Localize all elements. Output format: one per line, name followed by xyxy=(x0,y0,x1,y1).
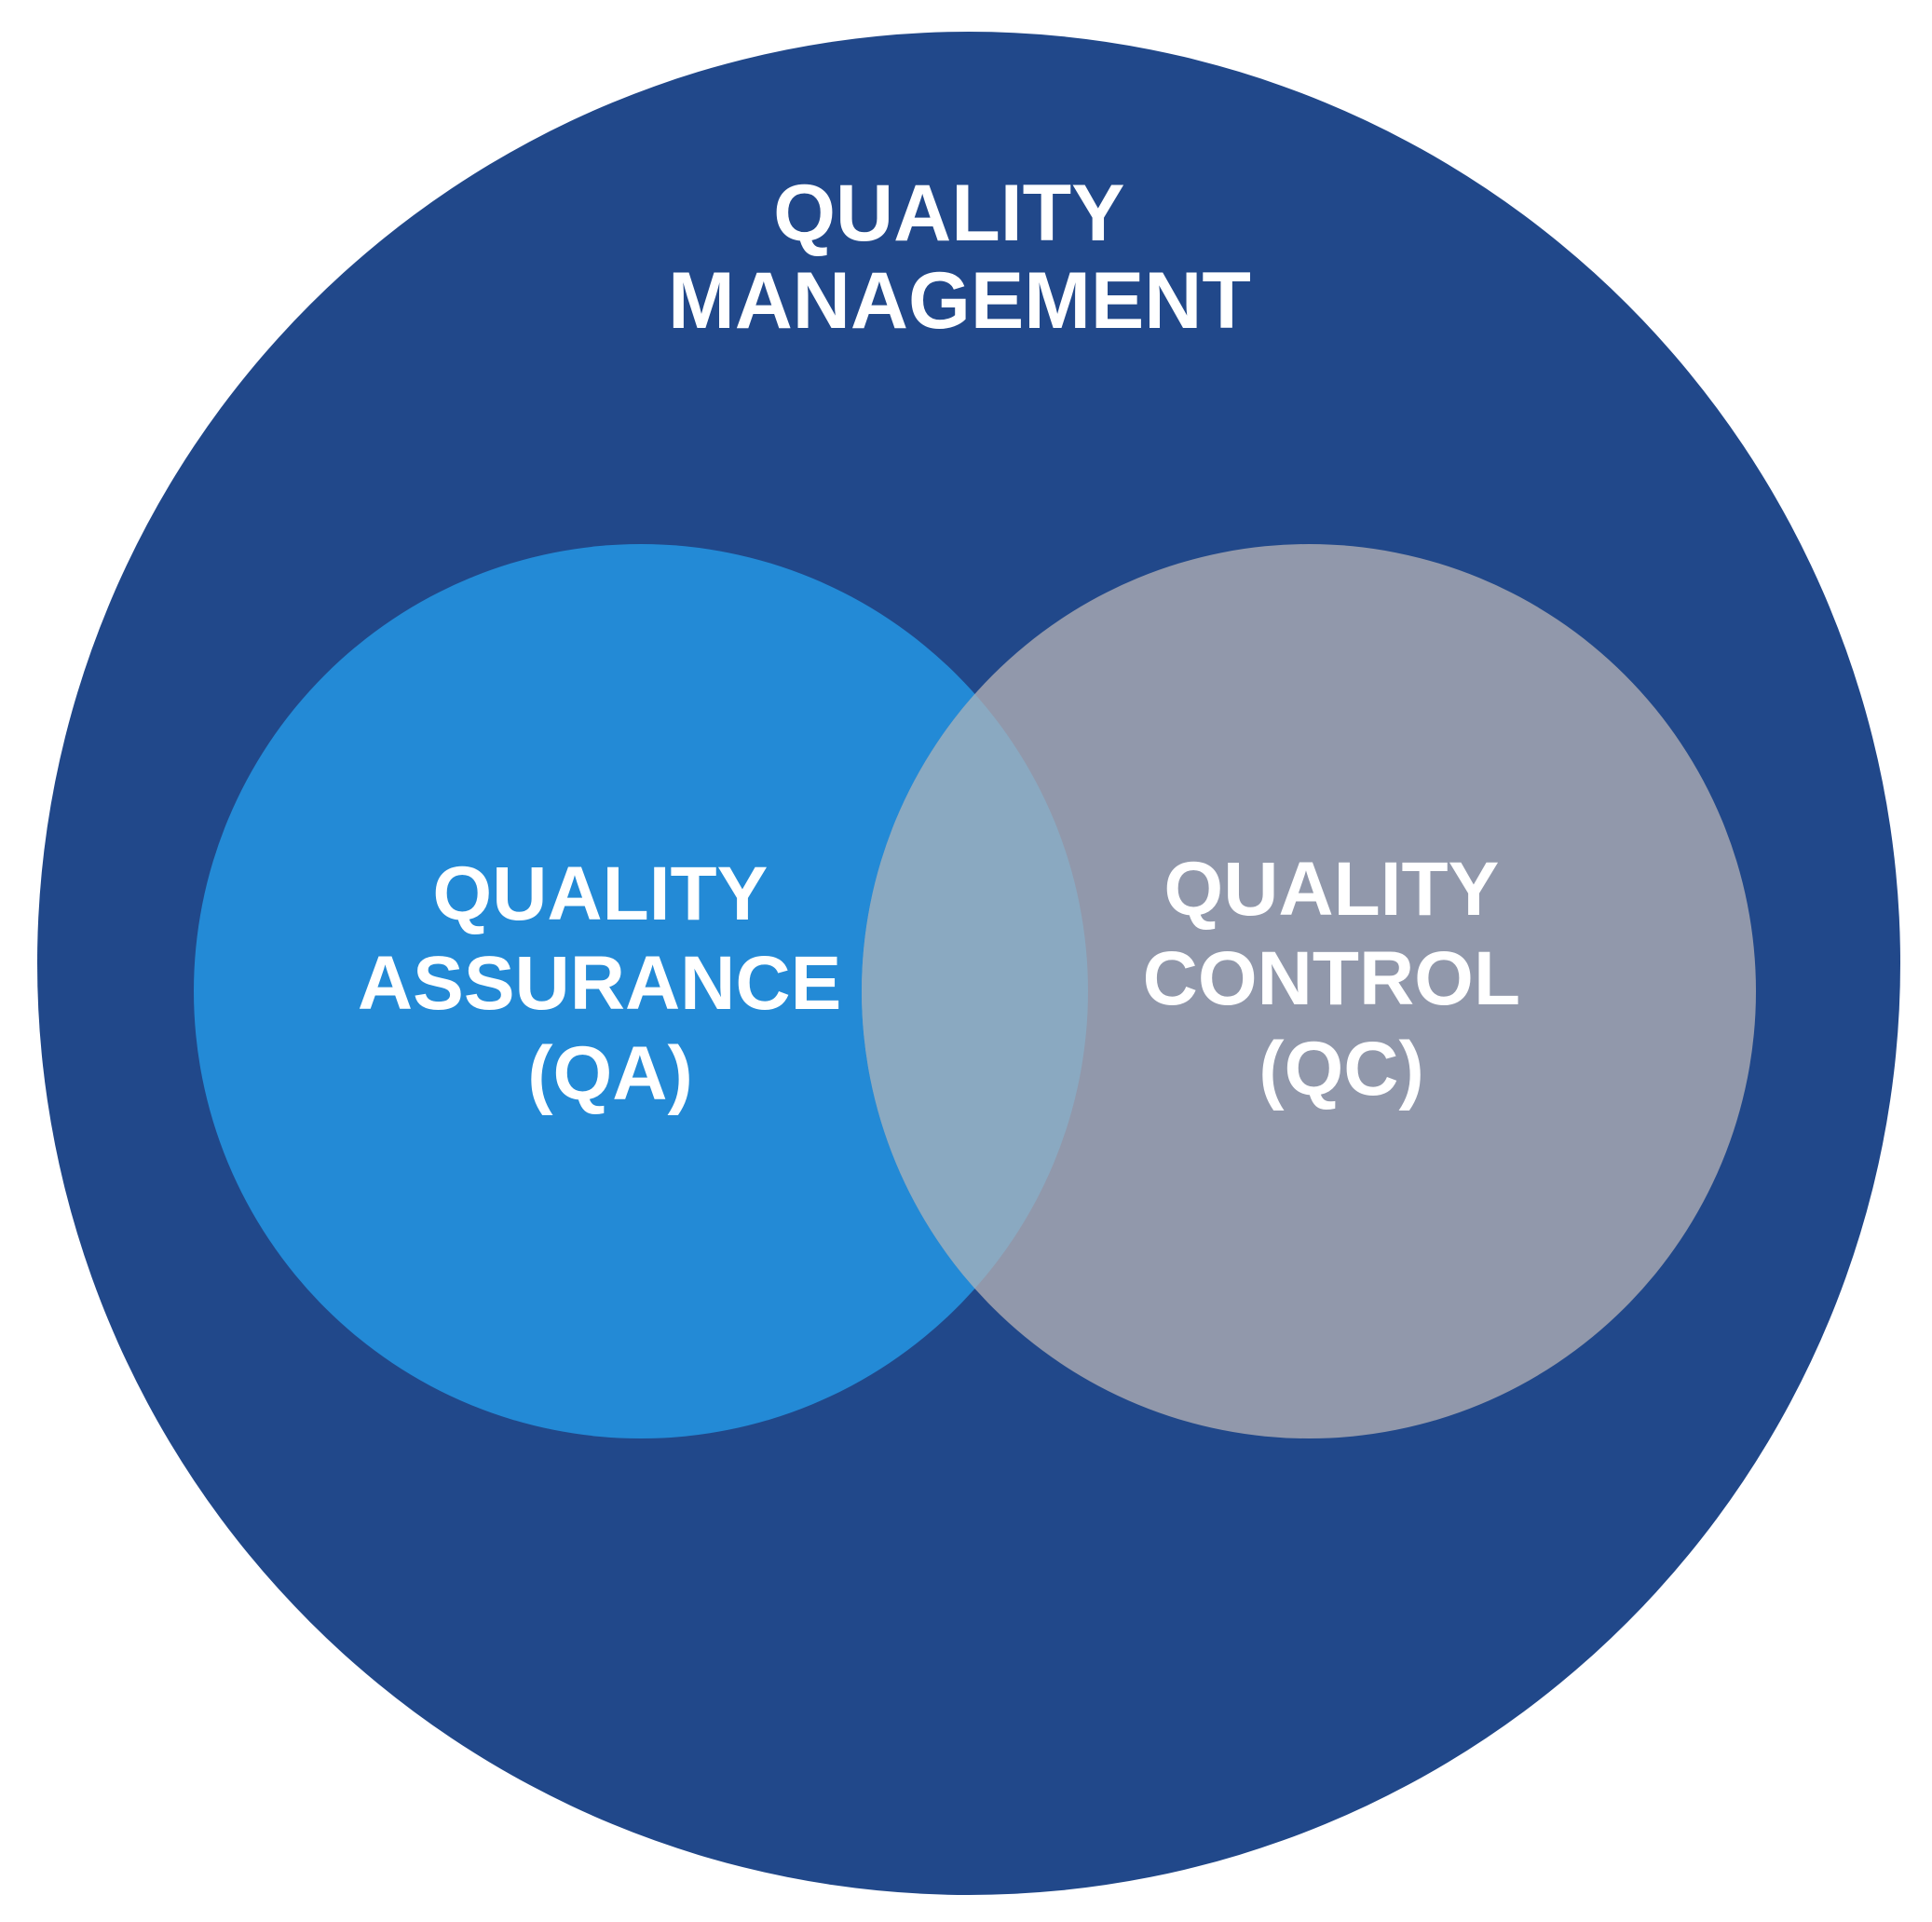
quality-control-label-line: CONTROL xyxy=(1143,936,1519,1021)
quality-management-label-line: MANAGEMENT xyxy=(668,256,1251,346)
quality-management-label: QUALITY MANAGEMENT xyxy=(668,169,1251,346)
quality-management-label-line: QUALITY xyxy=(773,169,1123,258)
quality-control-label-line: (QC) xyxy=(1259,1027,1424,1111)
quality-assurance-label-line: QUALITY xyxy=(432,852,767,936)
quality-control-label-line: QUALITY xyxy=(1163,847,1498,932)
quality-control-label: QUALITY CONTROL (QC) xyxy=(1143,847,1541,1111)
quality-assurance-label: QUALITY ASSURANCE (QA) xyxy=(358,852,863,1116)
quality-assurance-label-line: ASSURANCE xyxy=(358,941,841,1026)
quality-assurance-circle xyxy=(194,544,1088,1438)
quality-assurance-label-line: (QA) xyxy=(527,1031,693,1116)
quality-control-circle xyxy=(862,544,1756,1438)
